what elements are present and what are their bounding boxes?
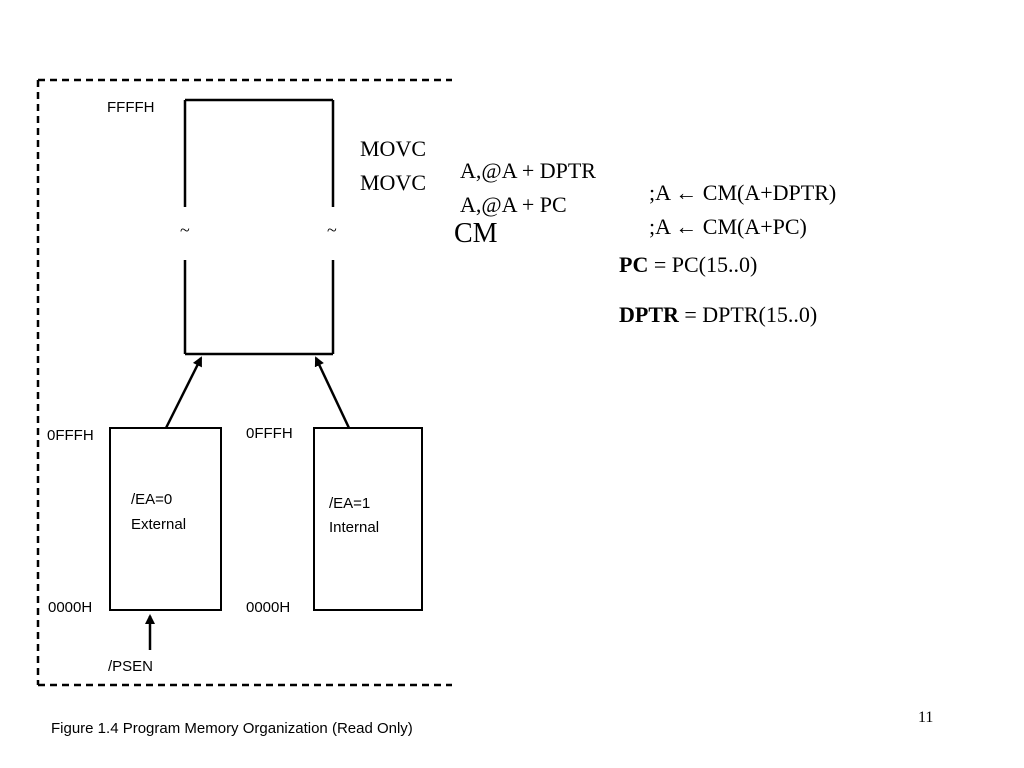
break-symbol-left: ~ <box>180 220 190 240</box>
external-memory-block <box>109 427 222 611</box>
internal-bottom-address: 0000H <box>246 599 290 616</box>
external-ea-label: /EA=0 <box>131 491 172 508</box>
cm-label: CM <box>454 218 498 249</box>
page-number: 11 <box>918 709 933 726</box>
external-top-address: 0FFFH <box>47 427 94 444</box>
instruction-line-2: MOVC A,@A + PC ;A ← CM(A+PC) <box>360 150 807 238</box>
internal-ea-label: /EA=1 <box>329 495 370 512</box>
internal-to-code-arrow <box>314 356 351 429</box>
code-memory-block <box>183 98 335 356</box>
figure-caption: Figure 1.4 Program Memory Organization (… <box>51 720 413 737</box>
internal-label: Internal <box>329 519 379 536</box>
dptr-term: DPTR <box>619 302 679 327</box>
dptr-value: = DPTR(15..0) <box>684 302 818 327</box>
pc-definition: PC = PC(15..0) <box>608 226 757 278</box>
instruction-line-1: MOVC A,@A + DPTR ;A ← CM(A+DPTR) <box>360 116 836 204</box>
psen-label: /PSEN <box>108 658 153 675</box>
top-block-address: FFFFH <box>107 99 154 116</box>
instruction-2-comment: ;A ← CM(A+PC) <box>649 214 807 239</box>
external-to-code-arrow <box>164 356 203 429</box>
internal-memory-block <box>313 427 423 611</box>
break-symbol-right: ~ <box>327 220 337 240</box>
pc-value: = PC(15..0) <box>653 252 758 277</box>
external-label: External <box>131 516 186 533</box>
instruction-1-mnemonic: MOVC <box>360 136 427 161</box>
dptr-definition: DPTR = DPTR(15..0) <box>608 276 817 328</box>
instruction-2-operands: A,@A + PC <box>460 192 567 217</box>
instruction-2-mnemonic: MOVC <box>360 170 427 195</box>
external-bottom-address: 0000H <box>48 599 92 616</box>
internal-top-address: 0FFFH <box>246 425 293 442</box>
dashed-frame <box>36 78 452 687</box>
pc-term: PC <box>619 252 649 277</box>
instruction-1-operands: A,@A + DPTR <box>460 158 596 183</box>
instruction-1-comment: ;A ← CM(A+DPTR) <box>649 180 837 205</box>
